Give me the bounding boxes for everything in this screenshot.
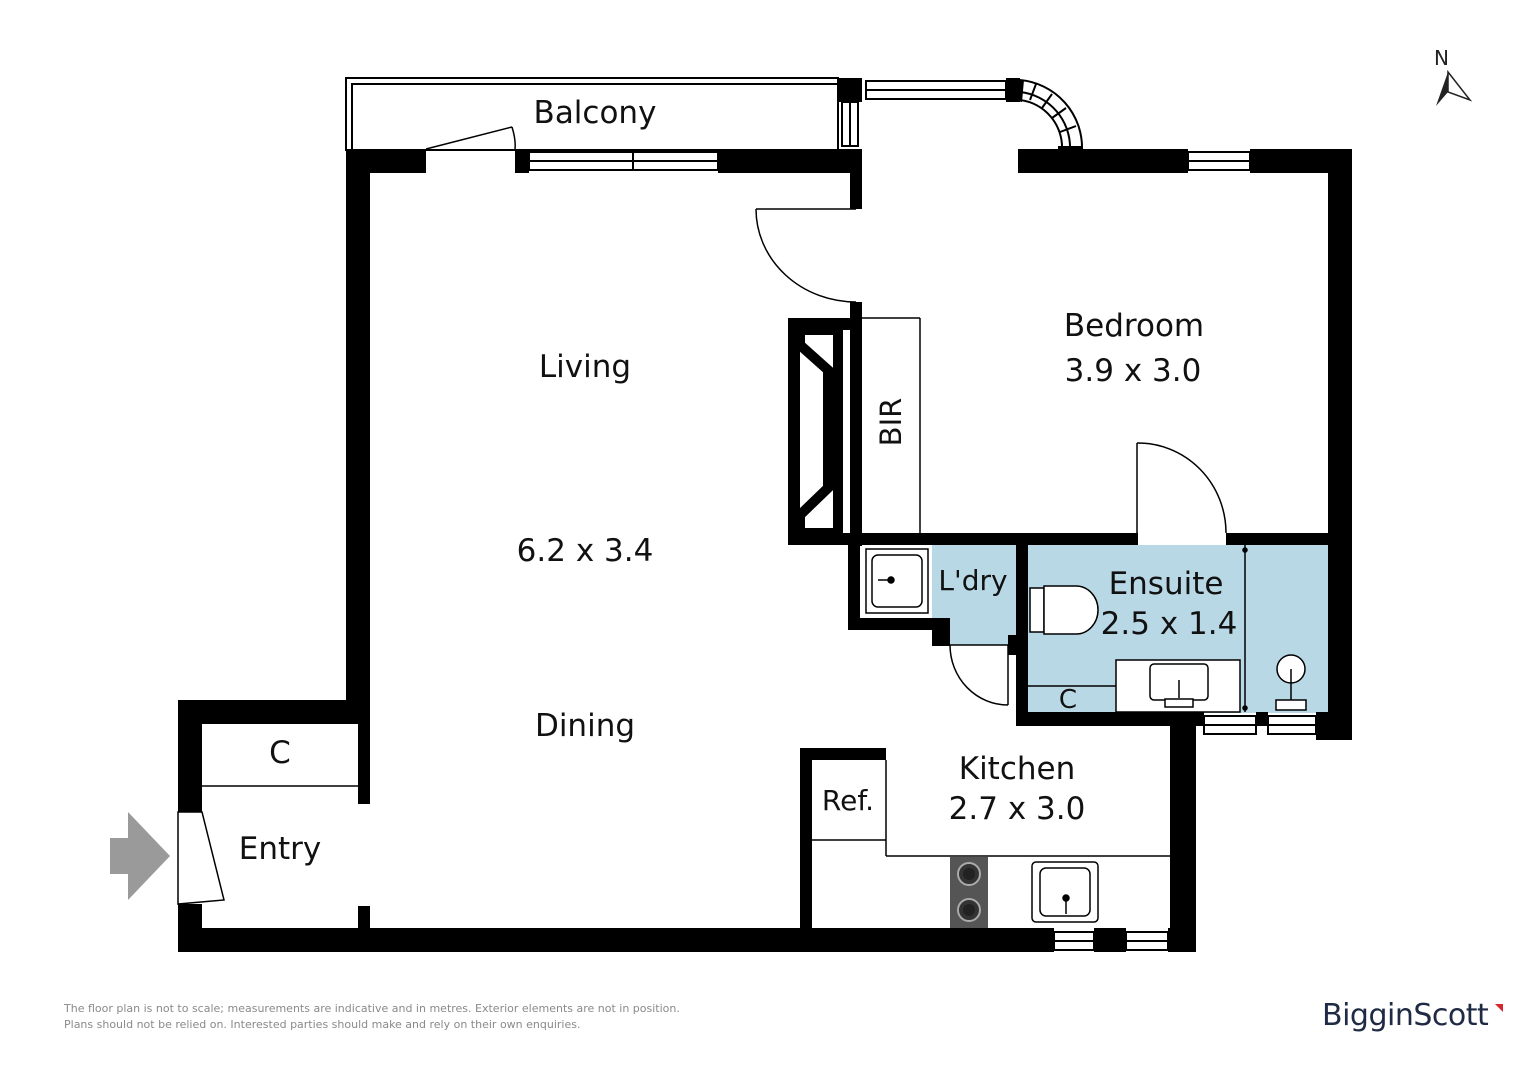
balcony-label: Balcony xyxy=(533,95,657,131)
bedroom-dimensions: 3.9 x 3.0 xyxy=(1064,353,1202,389)
disclaimer-line-1: The floor plan is not to scale; measurem… xyxy=(64,1002,680,1015)
cooktop-icon xyxy=(950,857,988,928)
disclaimer: The floor plan is not to scale; measurem… xyxy=(64,1001,680,1033)
kitchen-label: Kitchen xyxy=(958,751,1076,787)
bay-window-end xyxy=(1012,80,1024,102)
brand-logo: BigginScott xyxy=(1322,998,1489,1033)
disclaimer-line-2: Plans should not be relied on. Intereste… xyxy=(64,1018,581,1031)
living-label: Living xyxy=(538,349,632,385)
entry-label: Entry xyxy=(238,831,322,867)
shower-icon xyxy=(1242,545,1307,712)
laundry-label: L'dry xyxy=(938,564,1008,597)
fridge-label: Ref. xyxy=(821,784,875,817)
vanity-icon xyxy=(1115,659,1241,713)
walls xyxy=(178,78,1352,952)
north-letter: N xyxy=(1434,46,1449,70)
north-arrow-icon xyxy=(1436,69,1473,106)
kitchen-dimensions: 2.7 x 3.0 xyxy=(948,791,1086,827)
built-in-robe xyxy=(862,317,921,533)
fireplace xyxy=(795,325,843,538)
bay-window-end-2 xyxy=(1058,146,1082,160)
dining-label: Dining xyxy=(534,708,636,744)
ensuite-label: Ensuite xyxy=(1108,566,1224,602)
laundry-tub-icon xyxy=(865,548,929,614)
kitchen-sink-icon xyxy=(1031,861,1099,923)
entry-cupboard-label: C xyxy=(269,735,291,771)
windows xyxy=(528,80,1317,951)
bedroom-label: Bedroom xyxy=(1063,308,1205,344)
ensuite-cupboard-label: C xyxy=(1058,685,1078,715)
toilet-icon xyxy=(1029,585,1099,635)
living-dimensions: 6.2 x 3.4 xyxy=(516,533,654,569)
laundry-fill xyxy=(932,545,1018,645)
bir-label: BIR xyxy=(874,397,908,447)
balcony-outline xyxy=(345,77,839,151)
kitchen-benches xyxy=(812,760,1170,857)
entry-arrow-icon xyxy=(110,812,170,900)
ensuite-dimensions: 2.5 x 1.4 xyxy=(1100,606,1238,642)
bay-window xyxy=(1019,79,1084,151)
doors xyxy=(177,126,1227,905)
brand-accent-mark xyxy=(1495,1004,1503,1012)
